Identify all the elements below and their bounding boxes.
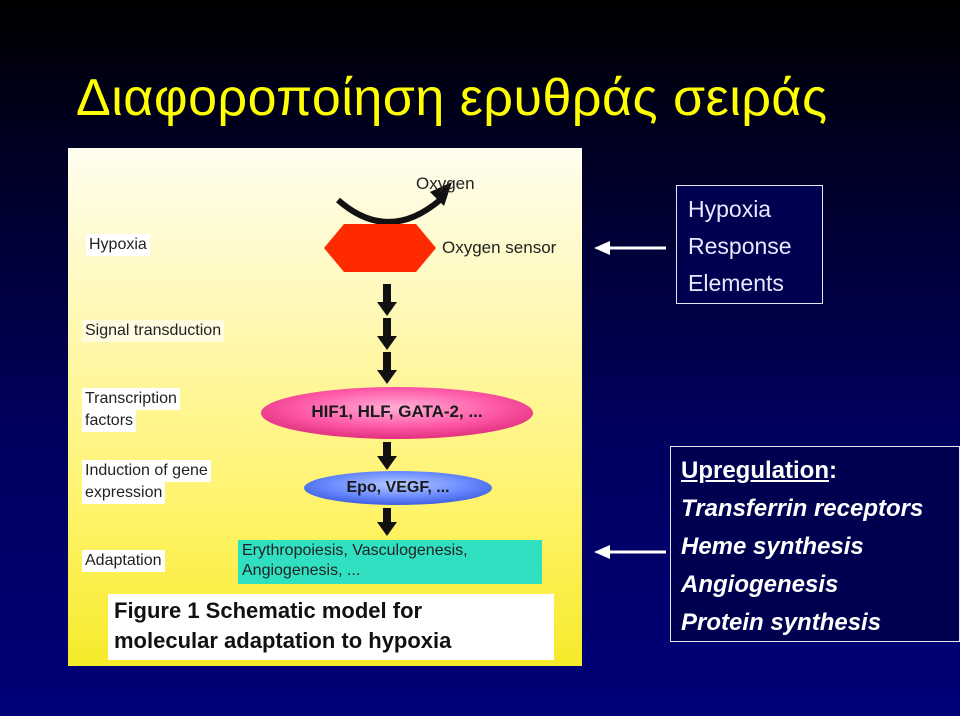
- adaptation-box: Erythropoiesis, Vasculogenesis, Angiogen…: [238, 540, 542, 584]
- adaptation-arrow: [377, 508, 397, 536]
- transcription-oval-text: HIF1, HLF, GATA-2, ...: [311, 402, 483, 421]
- upregulation-item: Transferrin receptors: [681, 495, 924, 522]
- figure-graphics: [261, 182, 533, 536]
- label-induction-line2: expression: [82, 482, 166, 504]
- upregulation-colon: :: [829, 457, 837, 484]
- upregulation-heading: Upregulation: [681, 457, 829, 484]
- hypoxia-schematic-figure: Hypoxia Signal transduction Transcriptio…: [68, 148, 582, 666]
- label-oxygen-sensor: Oxygen sensor: [442, 238, 557, 257]
- label-induction-line1: Induction of gene: [82, 460, 211, 482]
- hre-pointer-arrow: [594, 241, 666, 255]
- label-signal-transduction: Signal transduction: [82, 320, 225, 342]
- hre-line2: Response: [688, 233, 792, 259]
- upregulation-heading-line: Upregulation:: [681, 457, 837, 485]
- label-transcription-line2: factors: [82, 410, 137, 432]
- upregulation-item: Heme synthesis: [681, 533, 864, 560]
- hypoxia-response-elements-box: Hypoxia Response Elements: [676, 185, 823, 304]
- caption-line1: Figure 1 Schematic model for: [114, 598, 423, 623]
- expression-oval-text: Epo, VEGF, ...: [346, 479, 450, 496]
- label-oxygen: Oxygen: [416, 174, 475, 193]
- label-adaptation: Adaptation: [82, 550, 165, 572]
- oxygen-arrowhead: [430, 182, 452, 206]
- slide-title: Διαφοροποίηση ερυθράς σειράς: [76, 69, 828, 127]
- upregulation-item: Angiogenesis: [681, 571, 839, 598]
- caption-line2: molecular adaptation to hypoxia: [114, 628, 452, 653]
- oxygen-binding-arrow: [336, 197, 442, 225]
- label-transcription-line1: Transcription: [82, 388, 180, 410]
- signal-arrow-2: [377, 318, 397, 350]
- gene-expression-oval: [304, 471, 492, 505]
- hre-line1: Hypoxia: [688, 196, 772, 222]
- upregulation-pointer-arrow: [594, 545, 666, 559]
- adaptation-text-line2: Angiogenesis, ...: [242, 562, 361, 579]
- oxygen-sensor-hexagon: [324, 224, 436, 272]
- upregulation-item: Protein synthesis: [681, 609, 882, 636]
- signal-arrow-1: [377, 284, 397, 316]
- signal-arrow-3: [377, 352, 397, 384]
- transcription-factors-oval: [261, 387, 533, 439]
- adaptation-text-line1: Erythropoiesis, Vasculogenesis,: [242, 542, 468, 559]
- label-hypoxia: Hypoxia: [86, 234, 150, 256]
- expression-arrow: [377, 442, 397, 470]
- hre-line3: Elements: [688, 270, 784, 296]
- upregulation-box: Upregulation: Transferrin receptors Heme…: [670, 446, 960, 642]
- figure-caption: Figure 1 Schematic model for molecular a…: [108, 594, 554, 660]
